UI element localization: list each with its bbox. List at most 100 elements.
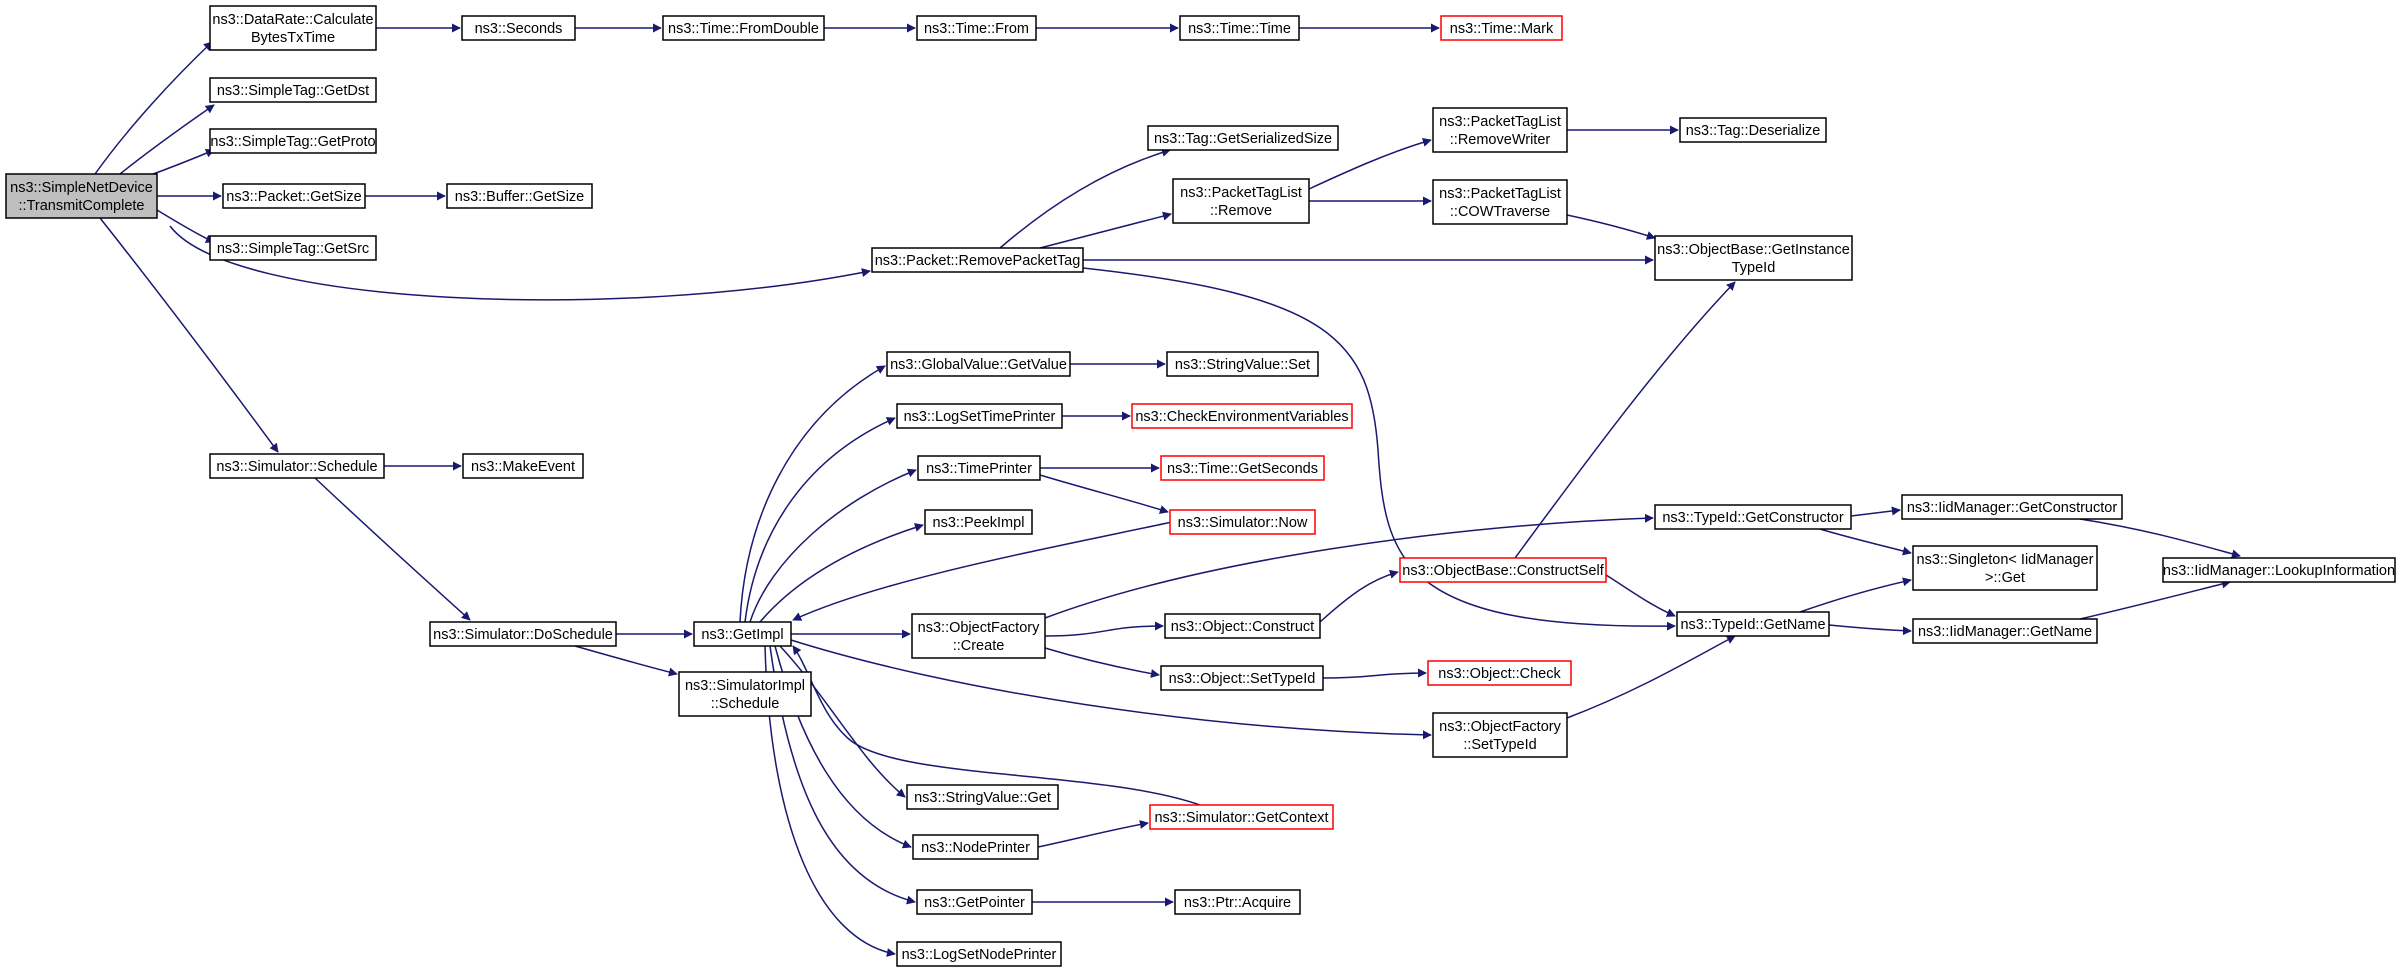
node-getdst[interactable]: ns3::SimpleTag::GetDst <box>209 77 377 103</box>
node-label: ns3::Object::Construct <box>1171 619 1314 635</box>
node-timefrom[interactable]: ns3::Time::From <box>916 15 1037 41</box>
node-label: ns3::Time::Mark <box>1450 21 1554 37</box>
node-ptlremovewriter[interactable]: ns3::PacketTagList::RemoveWriter <box>1432 107 1568 153</box>
node-typeidgetctor[interactable]: ns3::TypeId::GetConstructor <box>1654 504 1852 530</box>
node-box <box>1164 613 1321 639</box>
node-singletonget[interactable]: ns3::Singleton< IidManager>::Get <box>1912 545 2098 591</box>
node-label: ns3::TypeId::GetConstructor <box>1662 510 1844 526</box>
edge-objsettypeid-to-objcheck <box>1322 668 1427 679</box>
node-label: ns3::NodePrinter <box>921 840 1030 856</box>
edge-getimpl-to-stringvalueget <box>779 645 906 798</box>
node-removepackettag[interactable]: ns3::Packet::RemovePacketTag <box>871 247 1084 273</box>
node-getproto[interactable]: ns3::SimpleTag::GetProto <box>209 128 377 154</box>
node-fromdouble[interactable]: ns3::Time::FromDouble <box>662 15 825 41</box>
node-label: ns3::PeekImpl <box>933 515 1025 531</box>
node-constructself[interactable]: ns3::ObjectBase::ConstructSelf <box>1399 557 1607 583</box>
edge-simnow-to-getimpl <box>792 521 1173 621</box>
node-label: ::Remove <box>1210 203 1272 219</box>
edge-objconstruct-to-constructself <box>1319 569 1399 623</box>
node-globalvalue[interactable]: ns3::GlobalValue::GetValue <box>886 351 1071 377</box>
node-label: ::RemoveWriter <box>1450 132 1551 148</box>
node-label: ns3::PacketTagList <box>1439 114 1561 130</box>
node-tagserial[interactable]: ns3::Tag::GetSerializedSize <box>1147 125 1339 151</box>
node-label: ns3::SimpleTag::GetSrc <box>217 241 369 257</box>
node-label: ns3::Time::GetSeconds <box>1167 461 1318 477</box>
node-box <box>916 15 1037 41</box>
node-stringvalueget[interactable]: ns3::StringValue::Get <box>906 784 1059 810</box>
node-getimpl[interactable]: ns3::GetImpl <box>693 621 792 647</box>
node-simschedule[interactable]: ns3::Simulator::Schedule <box>209 453 385 479</box>
node-label: ns3::Seconds <box>475 21 563 37</box>
node-typeidgetname[interactable]: ns3::TypeId::GetName <box>1676 611 1830 637</box>
node-nodeprinter[interactable]: ns3::NodePrinter <box>912 834 1039 860</box>
node-box <box>1432 712 1568 758</box>
node-objfactorycreate[interactable]: ns3::ObjectFactory::Create <box>911 613 1046 659</box>
node-label: ns3::Simulator::Now <box>1178 515 1308 531</box>
edge-root-to-datarate <box>94 41 213 175</box>
node-makeevent[interactable]: ns3::MakeEvent <box>462 453 584 479</box>
node-label: ns3::SimulatorImpl <box>685 678 805 694</box>
node-label: ns3::PacketTagList <box>1439 186 1561 202</box>
node-box <box>906 784 1059 810</box>
node-label: ns3::GetImpl <box>701 627 783 643</box>
node-box <box>1160 455 1325 481</box>
node-ptracquire[interactable]: ns3::Ptr::Acquire <box>1174 889 1301 915</box>
node-iidgetctor[interactable]: ns3::IidManager::GetConstructor <box>1901 494 2123 520</box>
node-box <box>1654 504 1852 530</box>
node-box <box>1169 509 1316 535</box>
node-box <box>209 5 377 51</box>
node-label: ns3::StringValue::Set <box>1175 357 1310 373</box>
node-bufgetsize[interactable]: ns3::Buffer::GetSize <box>446 183 593 209</box>
edge-getimpl-to-logsettimeprinter <box>744 417 896 623</box>
edge-typeidgetname-to-iidgetname <box>1828 624 1912 636</box>
edge-simschedule-to-doschedule <box>314 477 471 621</box>
node-box <box>924 509 1033 535</box>
node-logsettimeprinter[interactable]: ns3::LogSetTimePrinter <box>896 403 1063 429</box>
node-simimplschedule[interactable]: ns3::SimulatorImpl::Schedule <box>678 671 812 717</box>
node-ptlcow[interactable]: ns3::PacketTagList::COWTraverse <box>1432 179 1568 225</box>
node-ptlremove[interactable]: ns3::PacketTagList::Remove <box>1172 178 1310 224</box>
node-peekimpl[interactable]: ns3::PeekImpl <box>924 509 1033 535</box>
node-label: ns3::SimpleNetDevice <box>10 180 153 196</box>
node-seconds[interactable]: ns3::Seconds <box>461 15 576 41</box>
node-logsetnodeprinter[interactable]: ns3::LogSetNodePrinter <box>896 941 1062 967</box>
node-objfactorysettypeid[interactable]: ns3::ObjectFactory::SetTypeId <box>1432 712 1568 758</box>
node-checkenv[interactable]: ns3::CheckEnvironmentVariables <box>1131 403 1353 429</box>
node-tagdeser[interactable]: ns3::Tag::Deserialize <box>1679 117 1827 143</box>
edge-iidgetname-to-iidlookup <box>2079 579 2231 620</box>
node-box <box>1901 494 2123 520</box>
node-simnow[interactable]: ns3::Simulator::Now <box>1169 509 1316 535</box>
node-iidlookup[interactable]: ns3::IidManager::LookupInformation <box>2162 557 2396 583</box>
node-timegetseconds[interactable]: ns3::Time::GetSeconds <box>1160 455 1325 481</box>
edge-ptlremove-to-ptlremovewriter <box>1308 137 1432 190</box>
node-label: ::Schedule <box>711 696 780 712</box>
node-root[interactable]: ns3::SimpleNetDevice::TransmitComplete <box>5 173 158 219</box>
node-label: ns3::ObjectBase::GetInstance <box>1657 242 1850 258</box>
node-objsettypeid[interactable]: ns3::Object::SetTypeId <box>1160 665 1324 691</box>
node-getsrc[interactable]: ns3::SimpleTag::GetSrc <box>209 235 377 261</box>
node-timemark[interactable]: ns3::Time::Mark <box>1440 15 1563 41</box>
node-timeprinter[interactable]: ns3::TimePrinter <box>917 455 1041 481</box>
edge-objfactorycreate-to-typeidgetctor <box>1044 513 1654 619</box>
node-objconstruct[interactable]: ns3::Object::Construct <box>1164 613 1321 639</box>
node-timetime[interactable]: ns3::Time::Time <box>1179 15 1300 41</box>
node-box <box>1172 178 1310 224</box>
node-box <box>871 247 1084 273</box>
node-getpointer[interactable]: ns3::GetPointer <box>916 889 1033 915</box>
node-box <box>1149 804 1334 830</box>
node-stringvalueset[interactable]: ns3::StringValue::Set <box>1166 351 1319 377</box>
node-label: ns3::LogSetNodePrinter <box>902 947 1057 963</box>
node-doschedule[interactable]: ns3::Simulator::DoSchedule <box>429 621 617 647</box>
node-label: ns3::Object::Check <box>1438 666 1561 682</box>
node-simgetcontext[interactable]: ns3::Simulator::GetContext <box>1149 804 1334 830</box>
node-label: ns3::IidManager::GetName <box>1918 624 2092 640</box>
node-iidgetname[interactable]: ns3::IidManager::GetName <box>1912 618 2098 644</box>
node-box <box>1179 15 1300 41</box>
node-box <box>1432 179 1568 225</box>
node-box <box>209 453 385 479</box>
node-objcheck[interactable]: ns3::Object::Check <box>1427 660 1572 686</box>
node-pktgetsize[interactable]: ns3::Packet::GetSize <box>222 183 366 209</box>
